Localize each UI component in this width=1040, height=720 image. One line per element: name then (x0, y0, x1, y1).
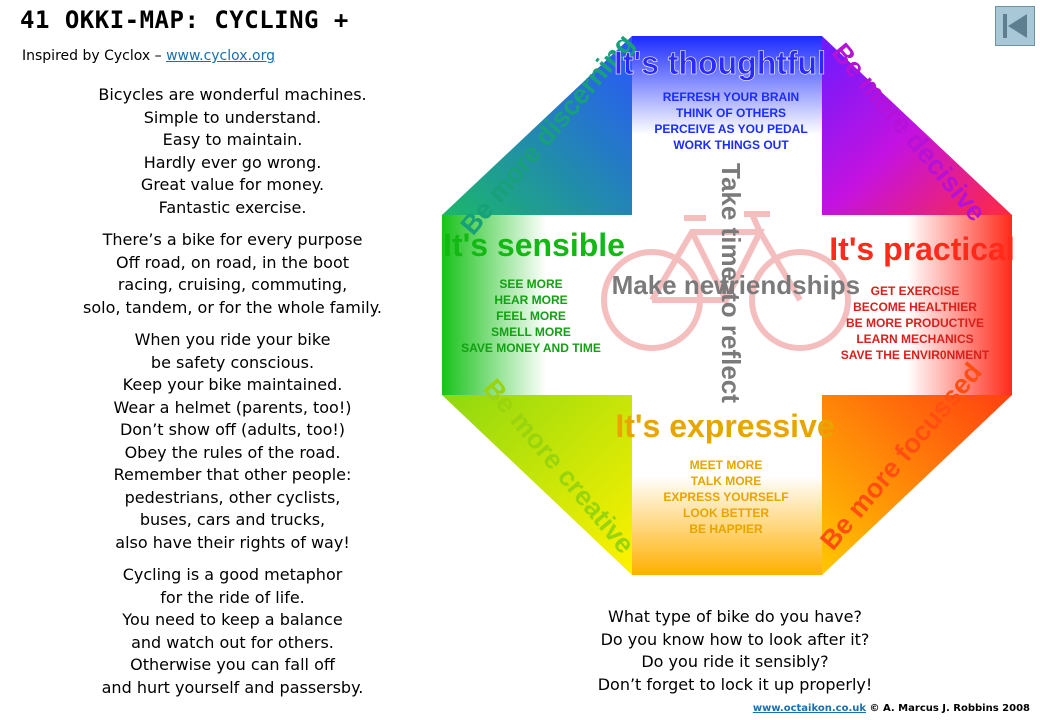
question-line: Do you ride it sensibly? (641, 652, 829, 671)
bottom-item: MEET MORE (690, 458, 763, 472)
text-line: Remember that other people: (113, 465, 352, 484)
corner-bottom-right (822, 395, 1012, 575)
panel-top (632, 36, 822, 215)
bottom-item: TALK MORE (691, 474, 761, 488)
bicycle-icon (601, 211, 851, 351)
text-line: be safety conscious. (150, 352, 315, 372)
intro-text: Bicycles are wonderful machines. Simple … (40, 84, 425, 709)
skip-back-icon (1003, 14, 1027, 38)
heading-sensible: It's sensible (443, 227, 625, 263)
text-line: There’s a bike for every purpose (102, 230, 363, 249)
text-line: solo, tandem, or for the whole family. (83, 297, 382, 317)
corner-top-left (442, 36, 632, 215)
heading-thoughtful: It's thoughtful (614, 45, 826, 81)
paragraph-4: Cycling is a good metaphor for the ride … (40, 564, 425, 699)
center-make-new: Make new (612, 270, 736, 300)
text-line: racing, cruising, commuting, (117, 275, 348, 294)
center-take-time: Take time (716, 163, 746, 281)
panel-right (822, 215, 1012, 395)
left-item: FEEL MORE (496, 309, 566, 323)
text-line: Easy to maintain. (162, 130, 303, 149)
copyright: © A. Marcus J. Robbins 2008 (866, 703, 1030, 714)
text-line: and watch out for others. (131, 632, 334, 652)
panel-bottom (632, 395, 822, 575)
text-line: Bicycles are wonderful machines. (98, 85, 367, 104)
text-line: When you ride your bike (134, 330, 331, 349)
right-item: BECOME HEALTHIER (853, 300, 977, 314)
text-line: Cycling is a good metaphor (122, 565, 343, 584)
footer: www.octaikon.co.uk © A. Marcus J. Robbin… (753, 703, 1030, 714)
panel-left (442, 215, 632, 395)
back-button[interactable] (995, 6, 1035, 46)
text-line: Keep your bike maintained. (122, 375, 343, 394)
top-item: REFRESH YOUR BRAIN (663, 90, 799, 104)
text-line: You need to keep a balance (122, 610, 343, 629)
top-item: THINK OF OTHERS (676, 106, 786, 120)
center-to-reflect: to reflect (716, 293, 746, 403)
text-line: Obey the rules of the road. (124, 442, 341, 462)
paragraph-1: Bicycles are wonderful machines. Simple … (40, 84, 425, 219)
text-line: Otherwise you can fall off (130, 655, 335, 674)
paragraph-3: When you ride your bike be safety consci… (40, 329, 425, 554)
text-line: and hurt yourself and passersby. (101, 677, 364, 697)
text-line: also have their rights of way! (115, 532, 350, 552)
right-item: GET EXERCISE (871, 284, 960, 298)
left-item: SEE MORE (499, 277, 562, 291)
bottom-item: BE HAPPIER (689, 522, 763, 536)
text-line: Great value for money. (140, 175, 325, 194)
text-line: Wear a helmet (parents, too!) (113, 397, 352, 417)
text-line: Simple to understand. (143, 107, 322, 127)
heading-expressive: It's expressive (615, 408, 834, 444)
text-line: Fantastic exercise. (158, 197, 307, 217)
question-line: What type of bike do you have? (608, 607, 862, 626)
left-item: HEAR MORE (494, 293, 567, 307)
left-item: SAVE MONEY AND TIME (461, 341, 601, 355)
subtitle-prefix: Inspired by Cyclox – (22, 48, 167, 64)
corner-top-right (822, 36, 1012, 215)
question-line: Do you know how to look after it? (600, 629, 870, 649)
bottom-item: EXPRESS YOURSELF (663, 490, 788, 504)
center-panel (632, 215, 822, 395)
right-item: BE MORE PRODUCTIVE (846, 316, 984, 330)
text-line: Hardly ever go wrong. (143, 152, 322, 172)
text-line: pedestrians, other cyclists, (124, 487, 341, 507)
paragraph-2: There’s a bike for every purpose Off roa… (40, 229, 425, 319)
top-item: PERCEIVE AS YOU PEDAL (654, 122, 807, 136)
heading-practical: It's practical (829, 231, 1014, 267)
corner-bottom-left (442, 395, 632, 575)
page-title: 41 OKKI-MAP: CYCLING + (20, 6, 349, 34)
right-item: LEARN MECHANICS (856, 332, 973, 346)
questions-text: What type of bike do you have? Do you kn… (560, 606, 910, 696)
text-line: Don’t show off (adults, too!) (119, 420, 346, 439)
text-line: buses, cars and trucks, (139, 510, 326, 529)
question-line: Don’t forget to lock it up properly! (597, 674, 873, 694)
top-item: WORK THINGS OUT (673, 138, 789, 152)
bottom-item: LOOK BETTER (683, 506, 769, 520)
subtitle: Inspired by Cyclox – www.cyclox.org (22, 48, 275, 64)
text-line: for the ride of life. (160, 587, 305, 607)
cyclox-link[interactable]: www.cyclox.org (166, 48, 275, 64)
text-line: Off road, on road, in the boot (115, 252, 350, 272)
center-friendships: friendships (720, 270, 860, 300)
octaikon-link[interactable]: www.octaikon.co.uk (752, 703, 867, 714)
right-item: SAVE THE ENVIR0NMENT (841, 348, 990, 362)
left-item: SMELL MORE (491, 325, 571, 339)
